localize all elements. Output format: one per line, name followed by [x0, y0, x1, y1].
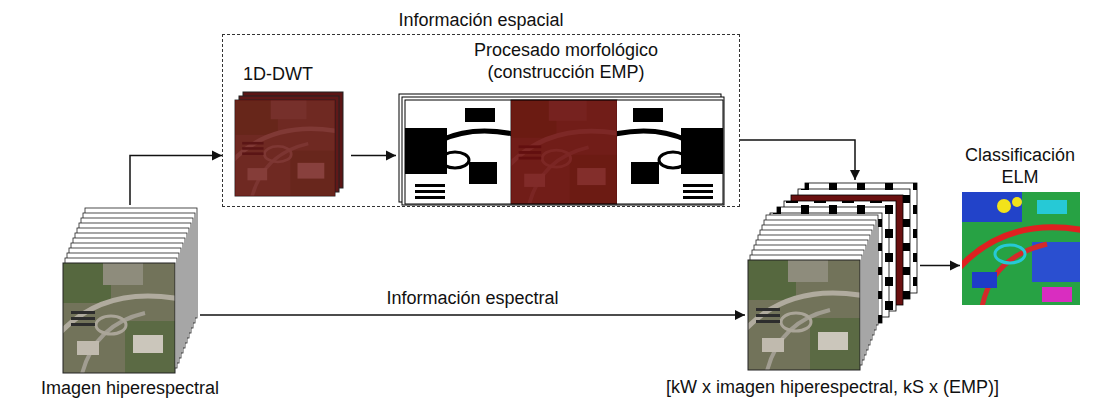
classification-map: [960, 192, 1082, 307]
emp-outline: [405, 100, 723, 204]
input-image: Imagen hiperespectral: [60, 205, 200, 373]
connector-arrow: [920, 265, 960, 267]
morphology-box: Procesado morfológico (construcción EMP): [396, 39, 736, 209]
node-label: [kW x imagen hiperespectral, kS x (EMP)]: [666, 376, 999, 398]
aerial-image: [743, 260, 865, 375]
node-label: Classificación ELM: [950, 144, 1090, 188]
emp-red-image: [506, 100, 621, 209]
feature-stack: [kW x imagen hiperespectral, kS x (EMP)]: [745, 180, 920, 372]
node-label: Información espacial: [398, 9, 563, 31]
connector-arrow: [351, 155, 396, 157]
edge-label: Información espectral: [384, 287, 560, 309]
dwt-box: 1D-DWT: [233, 63, 351, 201]
node-label: Imagen hiperespectral: [41, 377, 219, 399]
classification-output: Classificación ELM: [960, 192, 1080, 305]
node-label: Procesado morfológico (construcción EMP): [446, 39, 686, 83]
emp-binary-image: [615, 100, 725, 204]
connector-arrow: [130, 156, 222, 206]
emp-binary-image: [403, 100, 513, 204]
dwt-image: [231, 100, 340, 200]
emp-layer: [402, 97, 724, 205]
dwt-stack: [231, 92, 343, 200]
connector-arrow: [740, 140, 855, 180]
aerial-image: [58, 263, 180, 378]
node-label: 1D-DWT: [243, 63, 313, 85]
emp-stack: [399, 94, 725, 209]
spatial-group: Información espacial1D-DWTProcesado morf…: [222, 34, 740, 207]
connector-arrow: [200, 314, 745, 316]
